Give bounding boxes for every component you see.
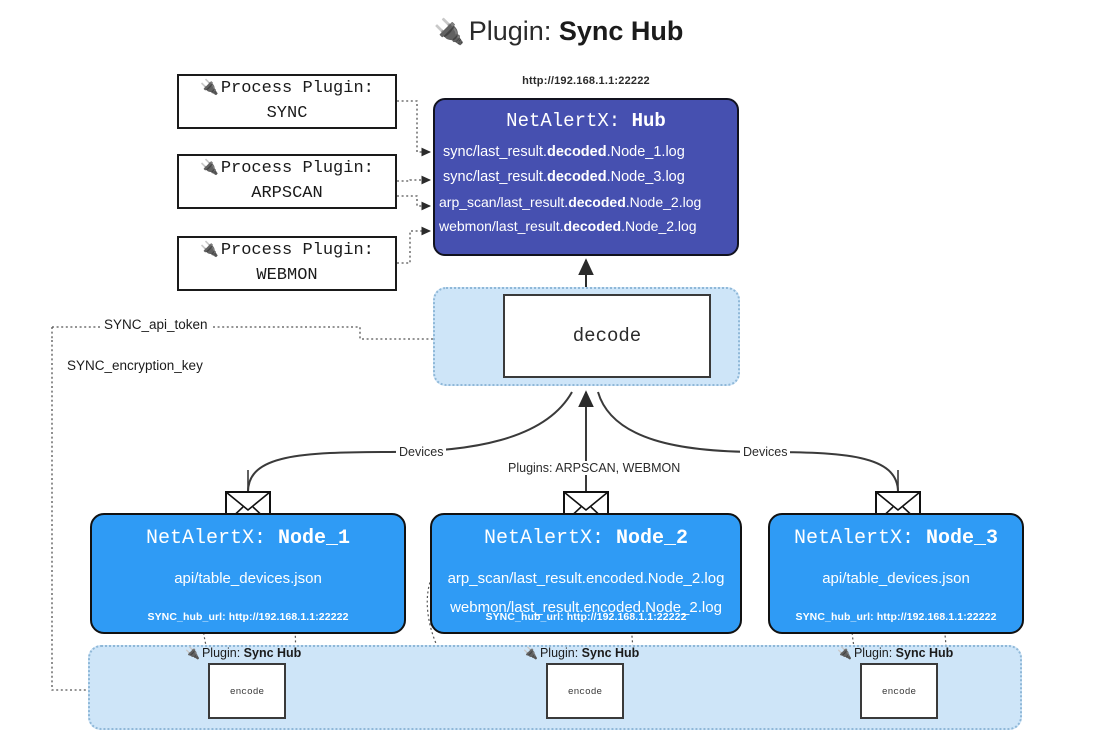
process-plugin-prefix: Process Plugin: — [220, 158, 374, 178]
node-hub-url: SYNC_hub_url: http://192.168.1.1:22222 — [485, 611, 687, 623]
title-prefix: Plugin: — [468, 16, 559, 46]
encode-box-node-3[interactable]: encode — [860, 663, 938, 719]
hub-title: NetAlertX: Hub — [435, 110, 737, 132]
hub-title-prefix: NetAlertX: — [506, 110, 632, 132]
plug-icon: 🔌 — [200, 157, 219, 176]
node-title: NetAlertX: Node_2 — [483, 527, 689, 550]
page-title: 🔌Plugin: Sync Hub — [0, 16, 1117, 47]
process-plugin-prefix: Process Plugin: — [220, 240, 374, 260]
node-title: NetAlertX: Node_3 — [793, 527, 999, 550]
process-plugin-prefix: Process Plugin: — [220, 78, 374, 98]
edge-label-devices-left: Devices — [396, 445, 447, 459]
process-plugin-header: 🔌Process Plugin: — [200, 77, 374, 102]
node-node-2[interactable]: NetAlertX: Node_2 arp_scan/last_result.e… — [430, 513, 742, 634]
hub-title-name: Hub — [631, 110, 666, 132]
plug-icon: 🔌 — [433, 18, 465, 46]
sync-encryption-key-label: SYNC_encryption_key — [64, 358, 206, 373]
node-line: webmon/last_result.encoded.Node_2.log — [450, 599, 722, 617]
process-plugin-header: 🔌Process Plugin: — [200, 239, 374, 264]
sync-hub-section-label: 🔌Plugin: Sync Hub — [837, 646, 954, 660]
node-node-1[interactable]: NetAlertX: Node_1 api/table_devices.json… — [90, 513, 406, 634]
edge-label-plugins: Plugins: ARPSCAN, WEBMON — [505, 461, 684, 475]
hub-url-label: http://192.168.1.1:22222 — [522, 75, 650, 87]
process-plugin-name: SYNC — [266, 103, 308, 123]
node-hub-url: SYNC_hub_url: http://192.168.1.1:22222 — [795, 611, 997, 623]
process-plugin-webmon[interactable]: 🔌Process Plugin: WEBMON — [177, 236, 397, 291]
decode-box[interactable]: decode — [503, 294, 711, 378]
node-title: NetAlertX: Node_1 — [145, 527, 351, 550]
hub-log-line: webmon/last_result.decoded.Node_2.log — [439, 217, 697, 234]
encode-box-node-1[interactable]: encode — [208, 663, 286, 719]
process-plugin-sync[interactable]: 🔌Process Plugin: SYNC — [177, 74, 397, 129]
process-plugin-header: 🔌Process Plugin: — [200, 157, 374, 182]
process-plugin-name: WEBMON — [256, 265, 318, 285]
edge-label-devices-right: Devices — [740, 445, 791, 459]
plug-icon: 🔌 — [200, 77, 219, 96]
sync-hub-section-label: 🔌Plugin: Sync Hub — [185, 646, 302, 660]
node-node-3[interactable]: NetAlertX: Node_3 api/table_devices.json… — [768, 513, 1024, 634]
hub-node[interactable]: NetAlertX: Hub sync/last_result.decoded.… — [433, 98, 739, 256]
sync-hub-section-label: 🔌Plugin: Sync Hub — [523, 646, 640, 660]
hub-log-line: sync/last_result.decoded.Node_3.log — [443, 168, 685, 185]
process-plugin-arpscan[interactable]: 🔌Process Plugin: ARPSCAN — [177, 154, 397, 209]
title-name: Sync Hub — [558, 16, 684, 46]
hub-log-line: arp_scan/last_result.decoded.Node_2.log — [439, 193, 702, 210]
encode-box-node-2[interactable]: encode — [546, 663, 624, 719]
node-hub-url: SYNC_hub_url: http://192.168.1.1:22222 — [147, 611, 349, 623]
node-line: arp_scan/last_result.encoded.Node_2.log — [447, 570, 725, 587]
sync-api-token-label: SYNC_api_token — [101, 317, 211, 332]
plug-icon: 🔌 — [185, 646, 200, 660]
node-line: api/table_devices.json — [174, 570, 322, 587]
process-plugin-name: ARPSCAN — [251, 183, 323, 203]
hub-log-line: sync/last_result.decoded.Node_1.log — [443, 144, 685, 160]
plug-icon: 🔌 — [837, 646, 852, 660]
plug-icon: 🔌 — [200, 239, 219, 258]
plug-icon: 🔌 — [523, 646, 538, 660]
node-line: api/table_devices.json — [822, 570, 970, 587]
